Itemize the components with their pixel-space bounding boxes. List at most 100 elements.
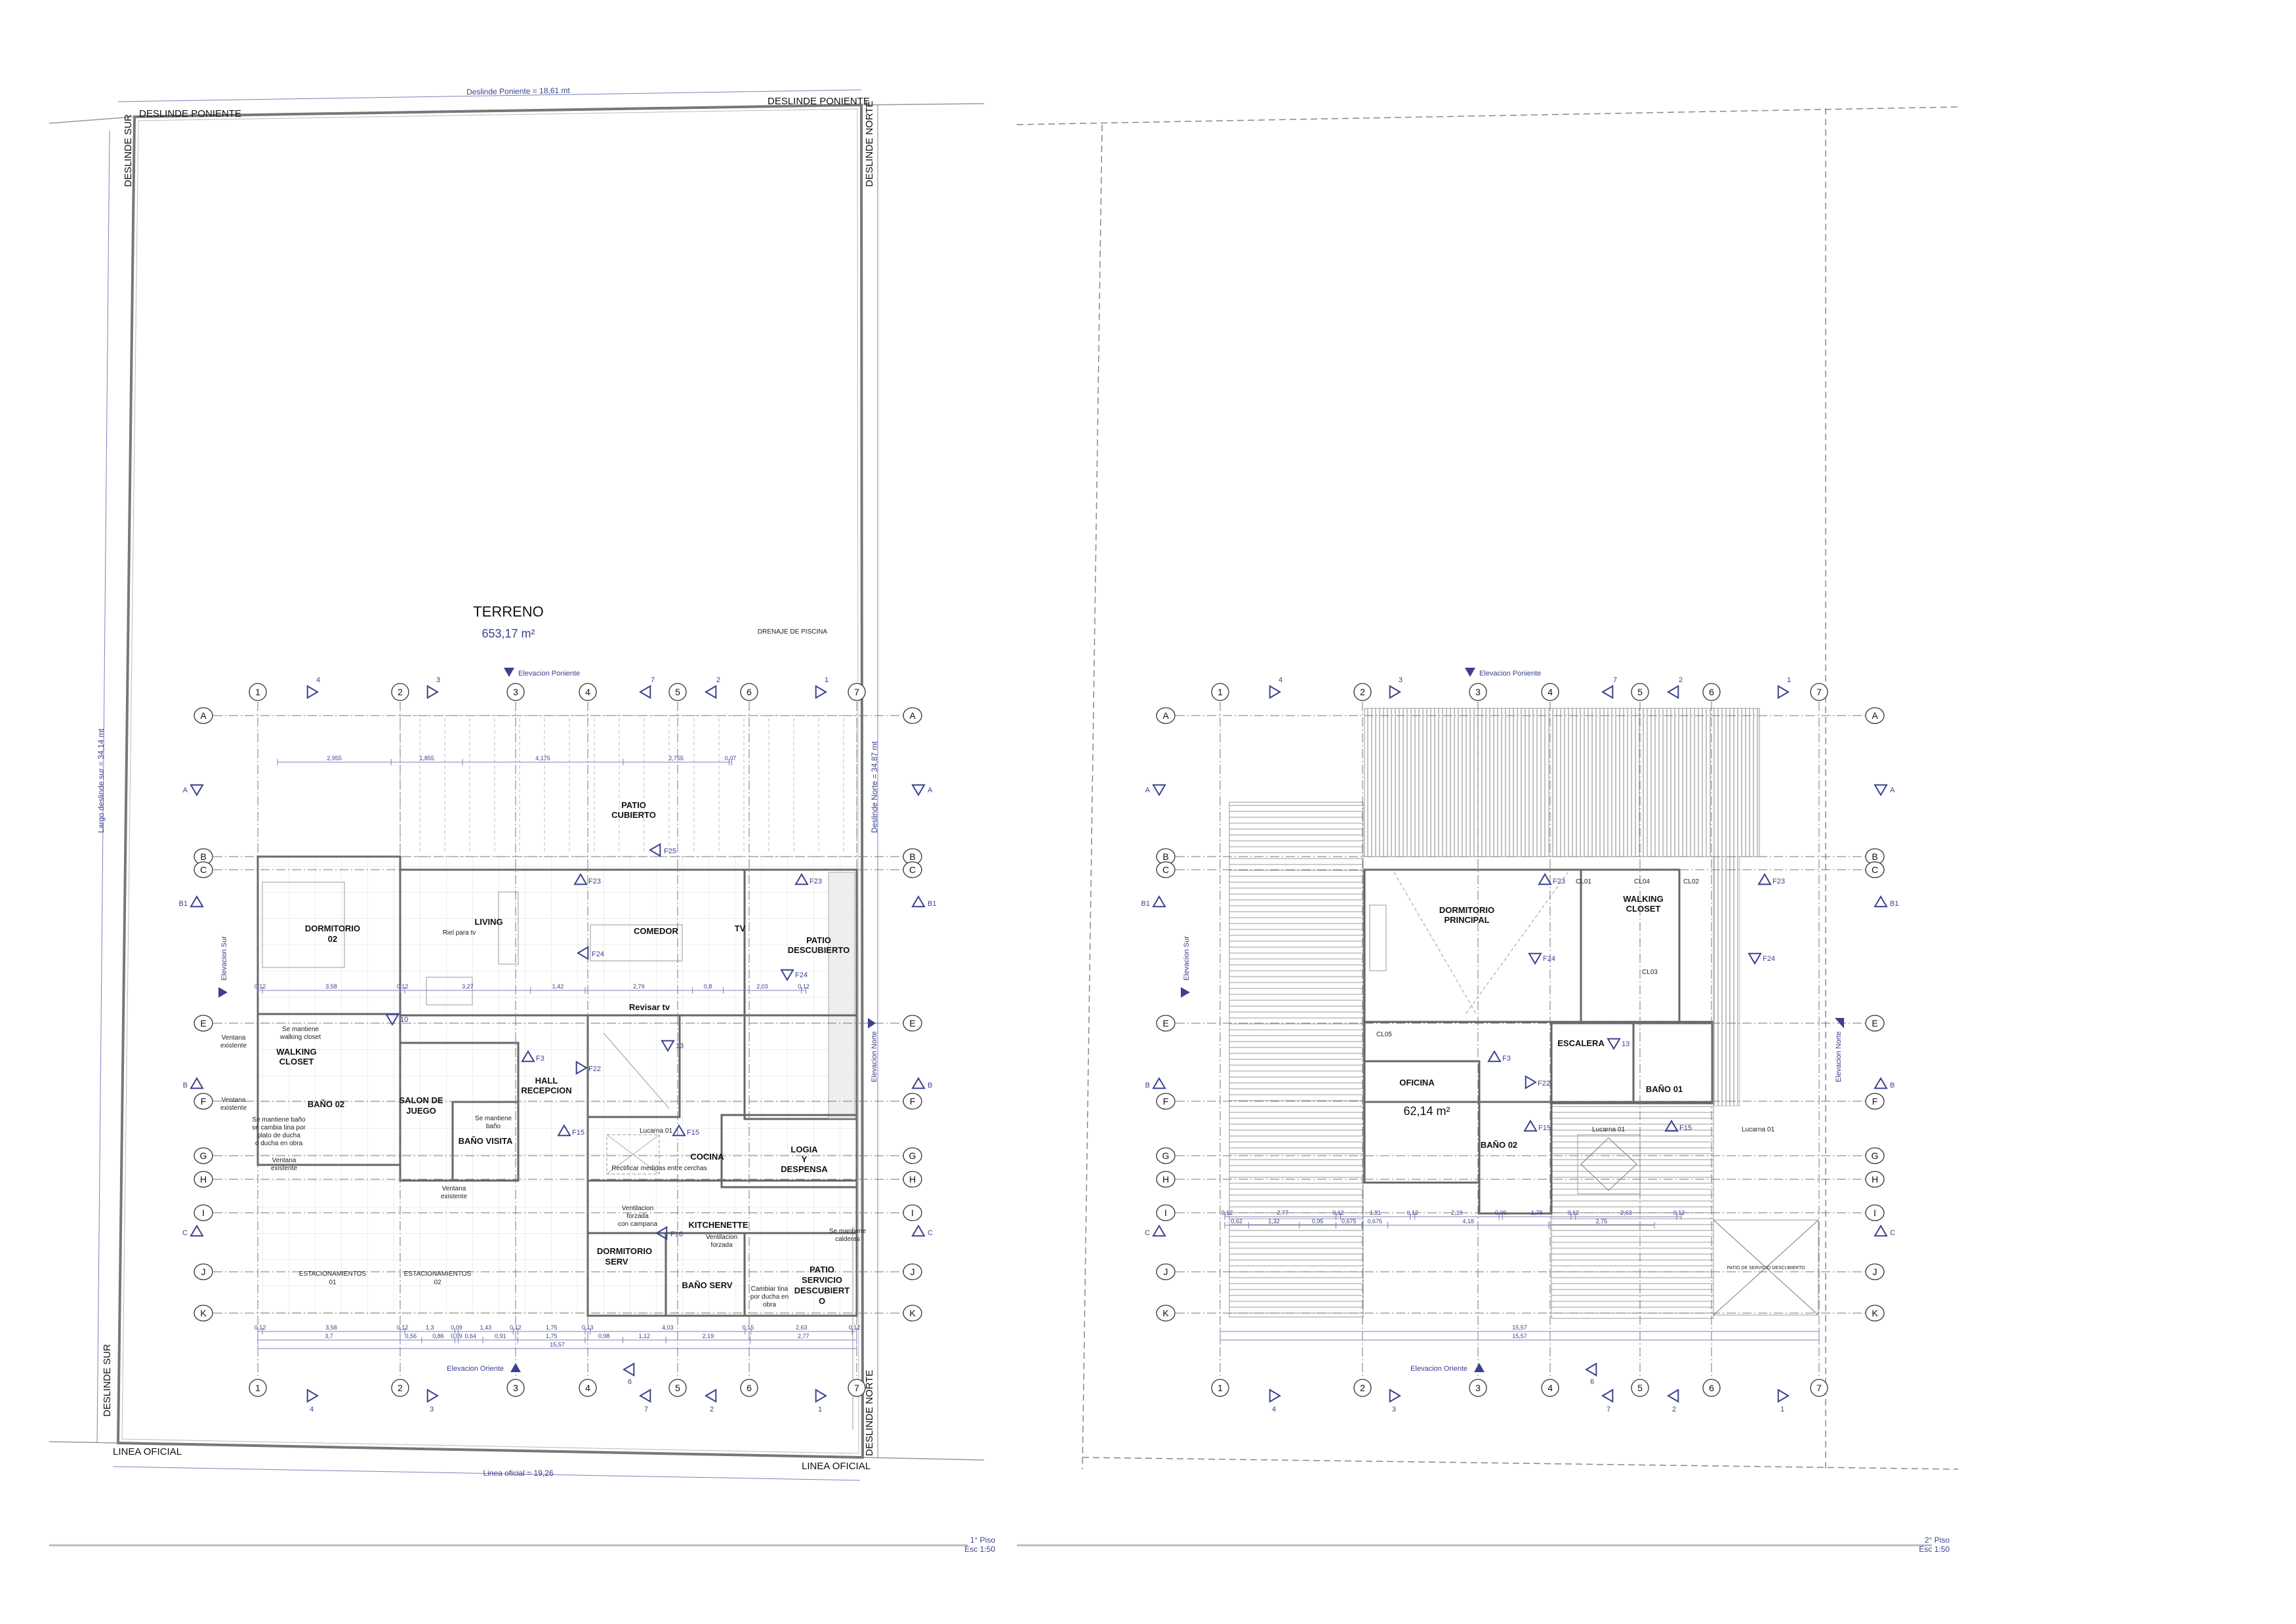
deslinde-poniente-label-left: DESLINDE PONIENTE — [139, 108, 241, 119]
grid-bubble-row-F — [194, 1093, 213, 1110]
reference-tag: F24 — [1543, 955, 1555, 963]
sheet-scale-2: Esc 1:50 — [1919, 1545, 1950, 1554]
view-label: 3 — [430, 1406, 434, 1413]
grid-label-row-B: B — [909, 851, 915, 862]
section-triangle-icon — [577, 946, 589, 960]
grid-bubble-row-A — [1156, 707, 1176, 724]
section-triangle-icon — [780, 969, 794, 981]
grid-label-col-7: 7 — [1816, 687, 1822, 697]
grid-label-row-J: J — [1873, 1267, 1877, 1277]
grid-bubble-row-I — [1156, 1204, 1176, 1221]
dim-plan2-row1-value: 0,09 — [1495, 1209, 1507, 1216]
grid-label-row-H: H — [200, 1174, 207, 1185]
grid-bubble-col-7 — [1810, 683, 1828, 701]
room-kitchenette: KITCHENETTE — [689, 1220, 748, 1230]
section-triangle-icon — [672, 1124, 686, 1137]
dim-plan1-mid-value: 0,12 — [397, 983, 409, 990]
dim-plan1-top-value: 2,755 — [668, 755, 684, 761]
grid-label-col-6: 6 — [1709, 687, 1714, 697]
view-label: 4 — [1272, 1406, 1276, 1413]
section-label: C — [928, 1229, 933, 1237]
section-triangle-icon — [911, 1077, 926, 1089]
dim-plan2-row2-value: 0,675 — [1342, 1218, 1357, 1225]
section-triangle-icon — [573, 873, 588, 885]
view-label: 7 — [651, 676, 655, 684]
elevation-oriente-label: Elevacion Oriente — [1410, 1365, 1467, 1373]
section-triangle-icon — [1269, 1389, 1281, 1403]
grid-label-col-1: 1 — [255, 1383, 260, 1393]
elevation-arrow-icon — [504, 668, 514, 677]
reference-tag: F22 — [588, 1065, 601, 1073]
section-triangle-icon — [1525, 1075, 1537, 1089]
dim-plan1-row2-value: 2,19 — [703, 1333, 714, 1339]
grid-bubble-col-1 — [1211, 1379, 1229, 1397]
grid-bubble-col-3 — [506, 1379, 525, 1397]
section-triangle-icon — [1152, 1225, 1166, 1237]
section-triangle-icon — [1523, 1120, 1538, 1132]
section-triangle-icon — [1269, 685, 1281, 699]
floor-area: 62,14 m² — [1403, 1105, 1450, 1118]
grid-bubble-col-4 — [579, 683, 597, 701]
section-triangle-icon — [815, 685, 827, 699]
section-triangle-icon — [557, 1124, 571, 1137]
grid-label-row-C: C — [1872, 864, 1878, 875]
view-label: 1 — [1780, 1406, 1784, 1413]
grid-bubble-row-E — [194, 1015, 213, 1032]
grid-bubble-col-5 — [1631, 683, 1649, 701]
grid-label-row-A: A — [1162, 710, 1169, 721]
grid-label-row-A: A — [1872, 710, 1878, 721]
grid-label-col-4: 4 — [1548, 1383, 1553, 1393]
dim-plan1-row1-value: 1,75 — [546, 1324, 558, 1331]
dim-plan1-mid-value: 3,58 — [325, 983, 337, 990]
reference-tag: F24 — [795, 971, 808, 979]
reference-tag: F3 — [536, 1055, 544, 1063]
view-label: 1 — [818, 1406, 822, 1413]
dim-plan2-row1-value: 2,19 — [1451, 1209, 1463, 1216]
grid-bubble-row-K — [903, 1305, 922, 1322]
grid-label-row-F: F — [1872, 1096, 1878, 1106]
grid-bubble-col-2 — [391, 683, 409, 701]
room-bano-02-upper: BAÑO 02 — [1481, 1140, 1517, 1150]
elevation-arrow-icon — [510, 1363, 521, 1372]
grid-bubble-col-5 — [668, 1379, 687, 1397]
grid-bubble-row-H — [1156, 1171, 1176, 1188]
grid-bubble-row-J — [194, 1263, 213, 1280]
view-label: 2 — [1679, 676, 1683, 684]
deslinde-norte-label-bottom: DESLINDE NORTE — [864, 1370, 875, 1456]
deslinde-norte-dimension: Deslinde Norte = 34,87 mt — [870, 741, 879, 833]
elevation-oriente-1: Elevacion Oriente — [447, 1363, 521, 1373]
room-oficina: OFICINA — [1399, 1078, 1435, 1087]
section-triangle-icon — [1585, 1362, 1597, 1377]
second-floor-plan — [1229, 708, 1819, 1319]
elevation-poniente-2: Elevacion Poniente — [1465, 668, 1541, 678]
grid-label-col-2: 2 — [398, 1383, 403, 1393]
label-patio-servicio: PATIO DE SERVICIO DESCUBIERTO — [1727, 1266, 1805, 1270]
grid-label-col-4: 4 — [1548, 687, 1553, 697]
deslinde-poniente-label-right: DESLINDE PONIENTE — [768, 96, 870, 107]
dim-plan1-row1-value: 0,13 — [582, 1324, 594, 1331]
grid-label-row-G: G — [1872, 1150, 1879, 1161]
section-triangle-icon — [575, 1061, 588, 1075]
dim-plan2-row1-value: 1,81 — [1370, 1209, 1382, 1216]
grid-bubble-col-6 — [1702, 683, 1721, 701]
room-tv: TV — [735, 924, 746, 933]
grid-label-row-F: F — [910, 1096, 916, 1106]
section-triangle-icon — [1777, 685, 1790, 699]
grid-bubble-col-4 — [1541, 1379, 1559, 1397]
section-triangle-icon — [190, 895, 204, 908]
grid-label-row-C: C — [909, 864, 916, 875]
section-label: A — [928, 786, 933, 794]
section-triangle-icon — [1777, 1389, 1790, 1403]
section-triangle-icon — [649, 843, 661, 857]
dim-plan2-row2-value: 0,675 — [1368, 1218, 1383, 1225]
grid-label-col-6: 6 — [747, 687, 752, 697]
section-triangle-icon — [705, 1389, 717, 1403]
terreno-area: 653,17 m² — [482, 627, 535, 640]
